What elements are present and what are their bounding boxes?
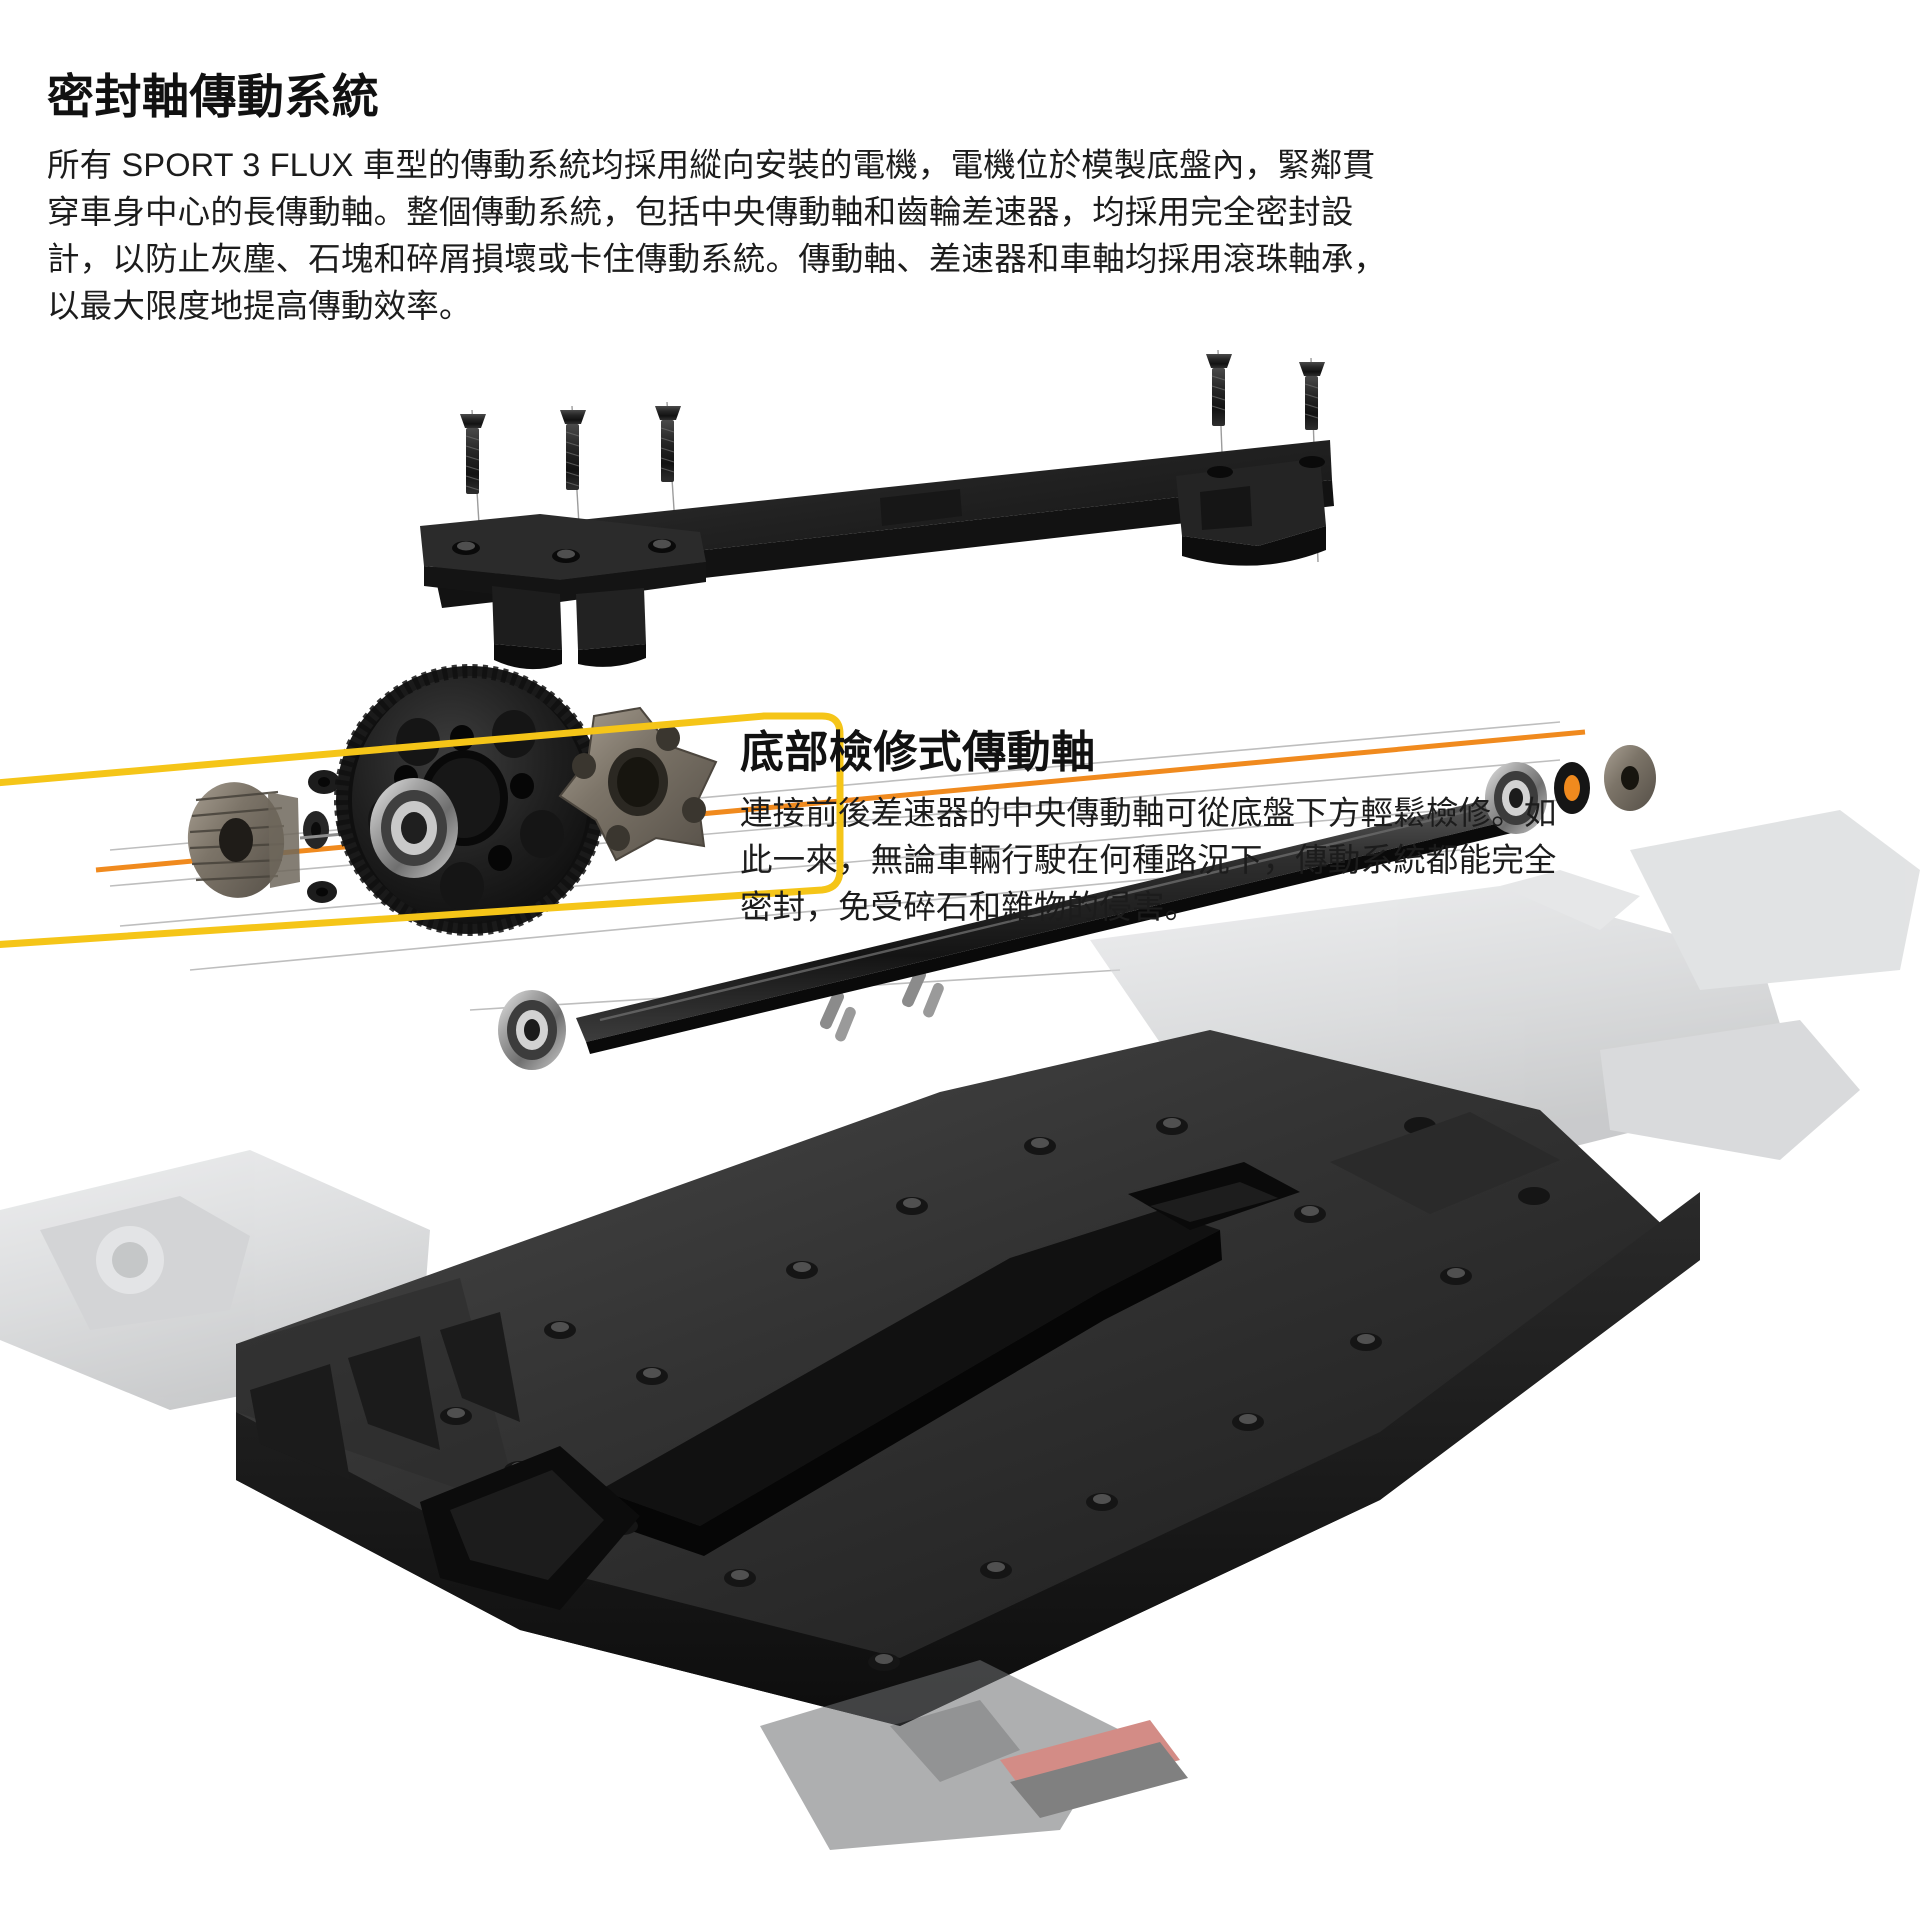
ball-bearing-shaft-front	[498, 990, 566, 1070]
exploded-gear-cluster	[187, 664, 1450, 1030]
section-body-paragraph: 連接前後差速器的中央傳動軸可從底盤下方輕鬆檢修。如此一來，無論車輛行駛在何種路況…	[740, 795, 1557, 925]
section-headline-sealed-shaft-drive: 密封軸傳動系統	[47, 70, 380, 124]
section-body-sealed-shaft-drive: 所有 SPORT 3 FLUX 車型的傳動系統均採用縱向安裝的電機，電機位於模製…	[47, 142, 1387, 330]
section-body-bottom-access-driveshaft: 連接前後差速器的中央傳動軸可從底盤下方輕鬆檢修。如此一來，無論車輛行駛在何種路況…	[740, 790, 1560, 931]
molded-chassis-plate	[236, 1030, 1700, 1726]
chassis-screw-holes	[440, 1117, 1550, 1671]
ball-bearing-main	[370, 778, 458, 878]
drivetrain-artwork	[0, 330, 1920, 1920]
section-headline-bottom-access-driveshaft: 底部檢修式傳動軸	[740, 727, 1096, 777]
countersunk-screw-group	[460, 349, 1325, 563]
center-driveshaft-assembly	[498, 745, 1656, 1070]
suspension-arm-ghost	[0, 810, 1920, 1410]
electronics-ghost	[760, 1660, 1188, 1850]
drive-hub-flange	[558, 706, 718, 862]
bevel-pinion-gear	[187, 782, 300, 898]
shim-washer-rear	[1554, 745, 1656, 814]
section-body-paragraph: 所有 SPORT 3 FLUX 車型的傳動系統均採用縱向安裝的電機，電機位於模製…	[47, 147, 1387, 324]
motor-mount-brace	[420, 440, 1334, 670]
shim-washer-group	[303, 770, 355, 903]
ball-bearing-shaft-rear	[1485, 762, 1547, 834]
highlight-loop	[0, 712, 844, 948]
